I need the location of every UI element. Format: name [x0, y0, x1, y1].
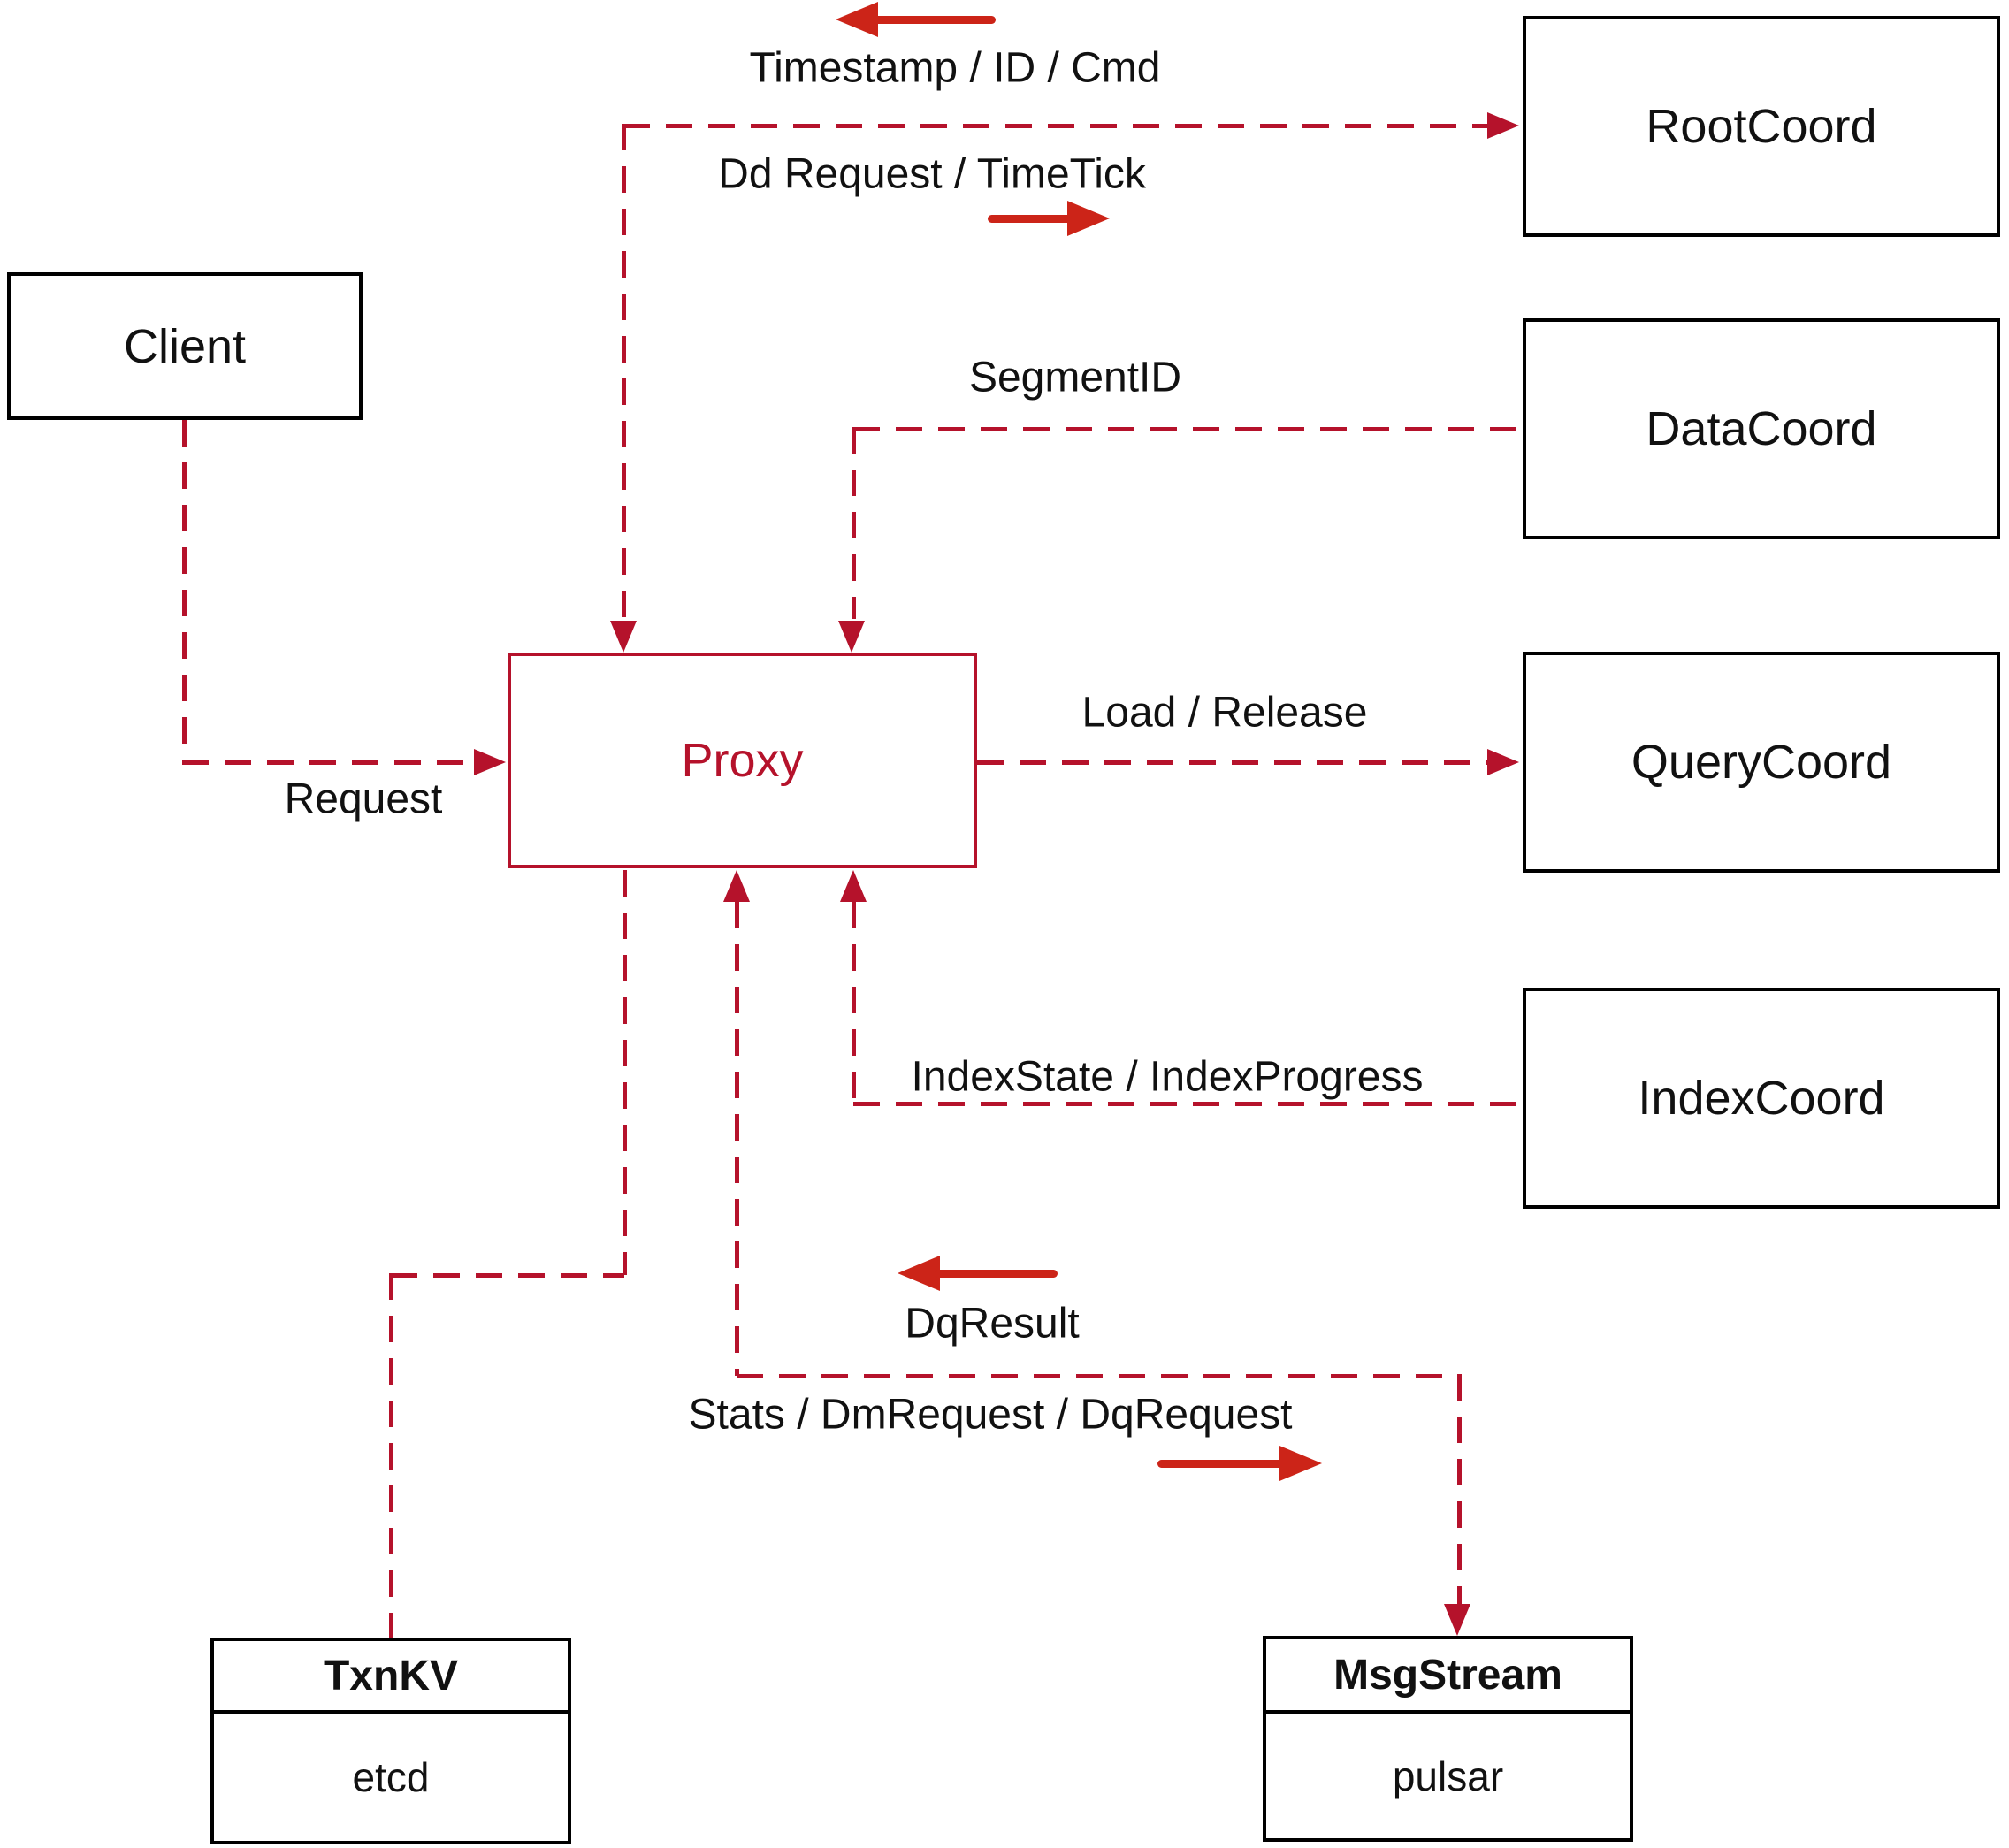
edge-indexcoord-proxy-vertical — [852, 902, 856, 1102]
node-client-label: Client — [123, 319, 247, 373]
node-indexcoord: IndexCoord — [1523, 988, 2000, 1209]
direction-arrow-right-ddrequest-icon — [984, 201, 1110, 236]
node-proxy-label: Proxy — [681, 734, 804, 787]
node-indexcoord-label: IndexCoord — [1638, 1072, 1885, 1125]
node-msgstream-title: MsgStream — [1266, 1639, 1630, 1714]
arrowhead-into-querycoord-icon — [1487, 749, 1519, 775]
edge-label-load-release: Load / Release — [1081, 689, 1368, 737]
edge-proxy-msgstream-vertical-upper — [735, 902, 739, 1376]
direction-arrow-left-dqresult-icon — [898, 1256, 1061, 1291]
edge-label-request: Request — [284, 775, 443, 823]
edge-datacoord-proxy-horizontal — [853, 427, 1523, 431]
edge-label-indexstate-indexprogress: IndexState / IndexProgress — [911, 1053, 1424, 1101]
node-rootcoord: RootCoord — [1523, 16, 2000, 237]
edge-proxy-txnkv-vertical-lower — [389, 1273, 393, 1638]
edge-proxy-txnkv-horizontal — [391, 1273, 624, 1278]
node-client: Client — [7, 272, 363, 420]
arrowhead-into-proxy-bottom-right-icon — [840, 870, 867, 902]
edge-client-proxy-vertical — [182, 420, 187, 762]
node-rootcoord-label: RootCoord — [1646, 100, 1877, 153]
node-txnkv-impl: etcd — [352, 1754, 430, 1800]
edge-label-segment-id: SegmentID — [968, 354, 1182, 401]
edge-label-stats-dmrequest-dqrequest: Stats / DmRequest / DqRequest — [688, 1391, 1293, 1439]
edge-datacoord-proxy-vertical — [852, 427, 856, 619]
edge-label-dd-request-timetick: Dd Request / TimeTick — [718, 150, 1146, 198]
node-txnkv-title: TxnKV — [214, 1641, 568, 1714]
edge-proxy-querycoord-horizontal — [977, 760, 1487, 765]
arrowhead-into-proxy-top-right-icon — [838, 621, 865, 653]
edge-proxy-txnkv-vertical-upper — [623, 870, 627, 1275]
edge-proxy-msgstream-horizontal — [737, 1374, 1459, 1378]
arrowhead-into-proxy-left-icon — [474, 749, 506, 775]
arrowhead-into-msgstream-icon — [1444, 1604, 1470, 1636]
edge-label-timestamp-id-cmd: Timestamp / ID / Cmd — [749, 44, 1161, 92]
node-querycoord-label: QueryCoord — [1631, 736, 1892, 789]
arrowhead-into-rootcoord-icon — [1487, 112, 1519, 139]
direction-arrow-right-stats-icon — [1154, 1446, 1322, 1481]
node-datacoord-label: DataCoord — [1646, 402, 1877, 455]
node-querycoord: QueryCoord — [1523, 652, 2000, 873]
edge-label-dqresult: DqResult — [905, 1300, 1080, 1348]
edge-proxy-rootcoord-vertical — [622, 124, 626, 619]
node-datacoord: DataCoord — [1523, 318, 2000, 539]
edge-proxy-msgstream-vertical-lower — [1457, 1374, 1462, 1604]
edge-client-proxy-horizontal — [182, 760, 474, 765]
node-txnkv: TxnKV etcd — [210, 1638, 571, 1844]
edge-indexcoord-proxy-horizontal — [853, 1102, 1523, 1106]
node-msgstream-impl: pulsar — [1392, 1753, 1504, 1799]
direction-arrow-left-timestamp-icon — [836, 2, 999, 37]
node-msgstream: MsgStream pulsar — [1263, 1636, 1633, 1842]
arrowhead-into-proxy-bottom-left-icon — [723, 870, 750, 902]
edge-proxy-rootcoord-horizontal — [623, 124, 1487, 128]
node-proxy: Proxy — [508, 653, 977, 868]
arrowhead-into-proxy-top-left-icon — [610, 621, 637, 653]
